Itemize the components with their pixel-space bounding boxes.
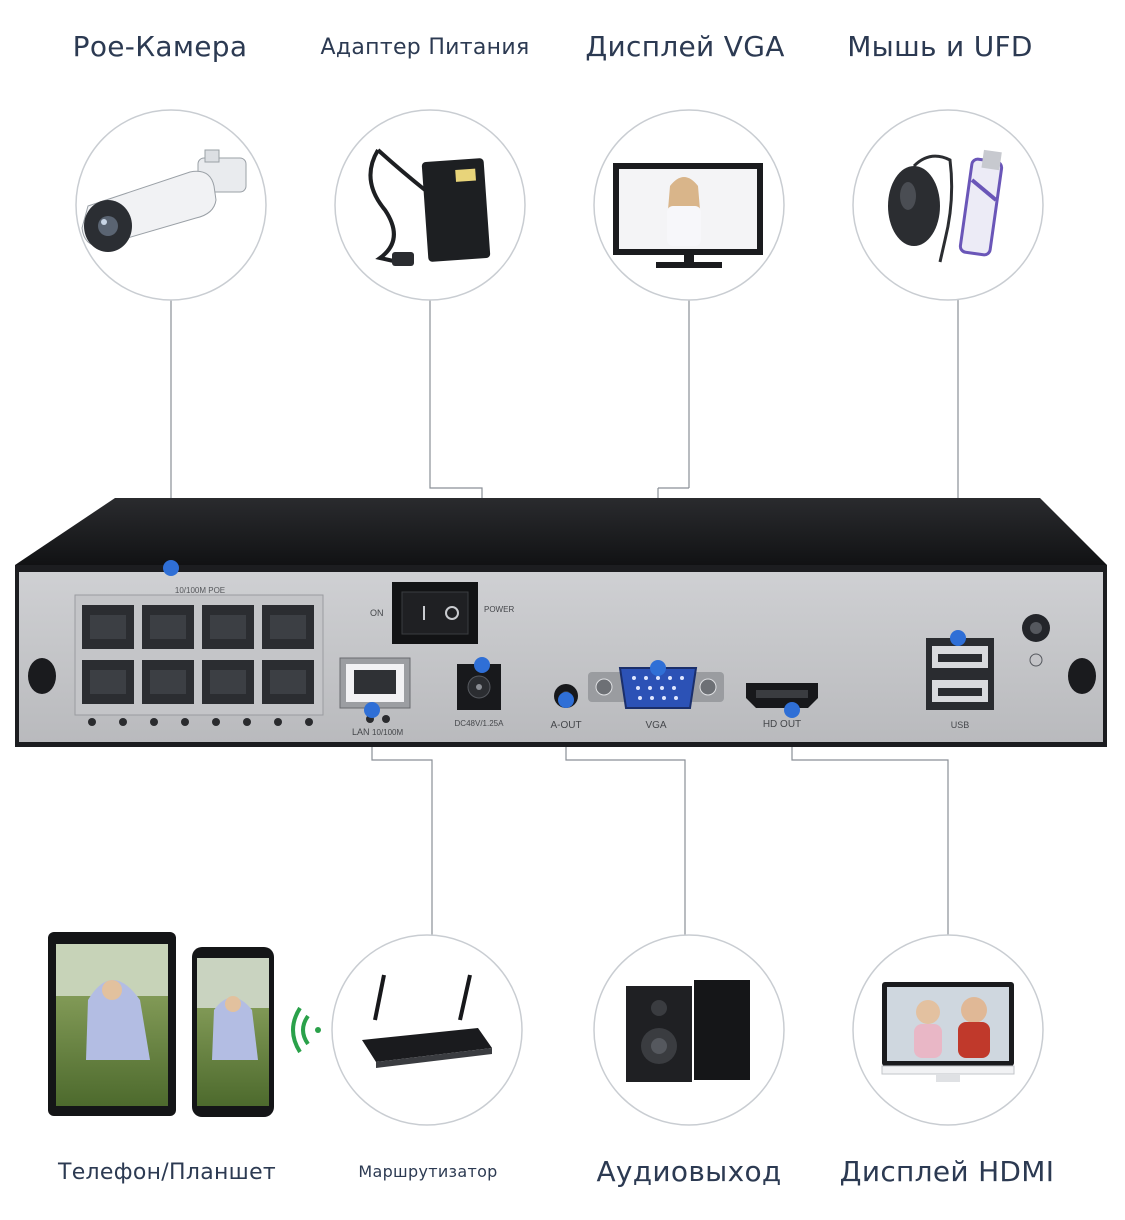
audio-out-label: A-OUT	[550, 720, 581, 731]
power-adapter-circle	[335, 110, 525, 300]
mount-hole-right	[1068, 658, 1096, 694]
poe-led	[274, 718, 282, 726]
label-poe-camera: Рое-Камера	[73, 30, 248, 63]
poe-port[interactable]	[202, 660, 254, 704]
poe-port[interactable]	[82, 605, 134, 649]
lan-sub-label: 10/100M	[372, 728, 403, 737]
monitor-icon	[882, 982, 1014, 1082]
label-router: Маршрутизатор	[358, 1162, 497, 1181]
poe-led	[119, 718, 127, 726]
hdmi-display-circle	[853, 935, 1043, 1125]
poe-led	[305, 718, 313, 726]
phone-tablet-group	[48, 932, 321, 1117]
monitor-icon	[613, 163, 763, 268]
usb-ports[interactable]	[926, 638, 994, 710]
poe-port[interactable]	[82, 660, 134, 704]
connection-dot	[950, 630, 966, 646]
lan-label: LAN	[352, 727, 370, 737]
mount-hole-left	[28, 658, 56, 694]
vga-label: VGA	[645, 720, 666, 731]
poe-camera-circle	[76, 110, 266, 300]
label-power-adapter: Адаптер Питания	[321, 35, 530, 60]
label-audio-out: Аудиовыход	[596, 1155, 781, 1188]
usb-label: USB	[951, 720, 970, 730]
speaker-icon	[626, 980, 750, 1082]
poe-port[interactable]	[262, 660, 314, 704]
vga-display-circle	[594, 110, 784, 300]
tablet-icon	[48, 932, 176, 1116]
audio-circle	[594, 935, 784, 1125]
poe-port[interactable]	[142, 660, 194, 704]
label-phone-tablet: Телефон/Планшет	[58, 1160, 276, 1185]
poe-led	[243, 718, 251, 726]
connection-dot	[650, 660, 666, 676]
connection-dot	[163, 560, 179, 576]
poe-port-block: 10/100M POE	[75, 586, 323, 715]
power-switch[interactable]	[392, 582, 478, 644]
dc-label: DC48V/1.25A	[455, 719, 505, 728]
nvr-recorder: 10/100M POE LAN 10/100M ON POWER DC48V	[15, 498, 1107, 747]
connection-dot	[558, 692, 574, 708]
label-hdmi-display: Дисплей HDMI	[840, 1155, 1055, 1188]
poe-led	[212, 718, 220, 726]
hdmi-label: HD OUT	[763, 719, 801, 730]
power-label: POWER	[484, 605, 514, 614]
poe-led	[181, 718, 189, 726]
poe-port[interactable]	[202, 605, 254, 649]
poe-led	[150, 718, 158, 726]
connection-dot	[474, 657, 490, 673]
label-mouse-ufd: Мышь и UFD	[847, 30, 1033, 63]
phone-icon	[192, 947, 274, 1117]
hdmi-port[interactable]	[746, 683, 818, 708]
switch-on-label: ON	[370, 608, 384, 618]
poe-header: 10/100M POE	[175, 586, 225, 595]
connection-dot	[784, 702, 800, 718]
router-circle	[332, 935, 522, 1125]
poe-led	[88, 718, 96, 726]
connection-dot	[364, 702, 380, 718]
wifi-icon	[293, 1008, 321, 1052]
mouse-ufd-circle	[853, 110, 1043, 300]
poe-port[interactable]	[262, 605, 314, 649]
poe-port[interactable]	[142, 605, 194, 649]
label-vga-display: Дисплей VGA	[585, 30, 784, 63]
